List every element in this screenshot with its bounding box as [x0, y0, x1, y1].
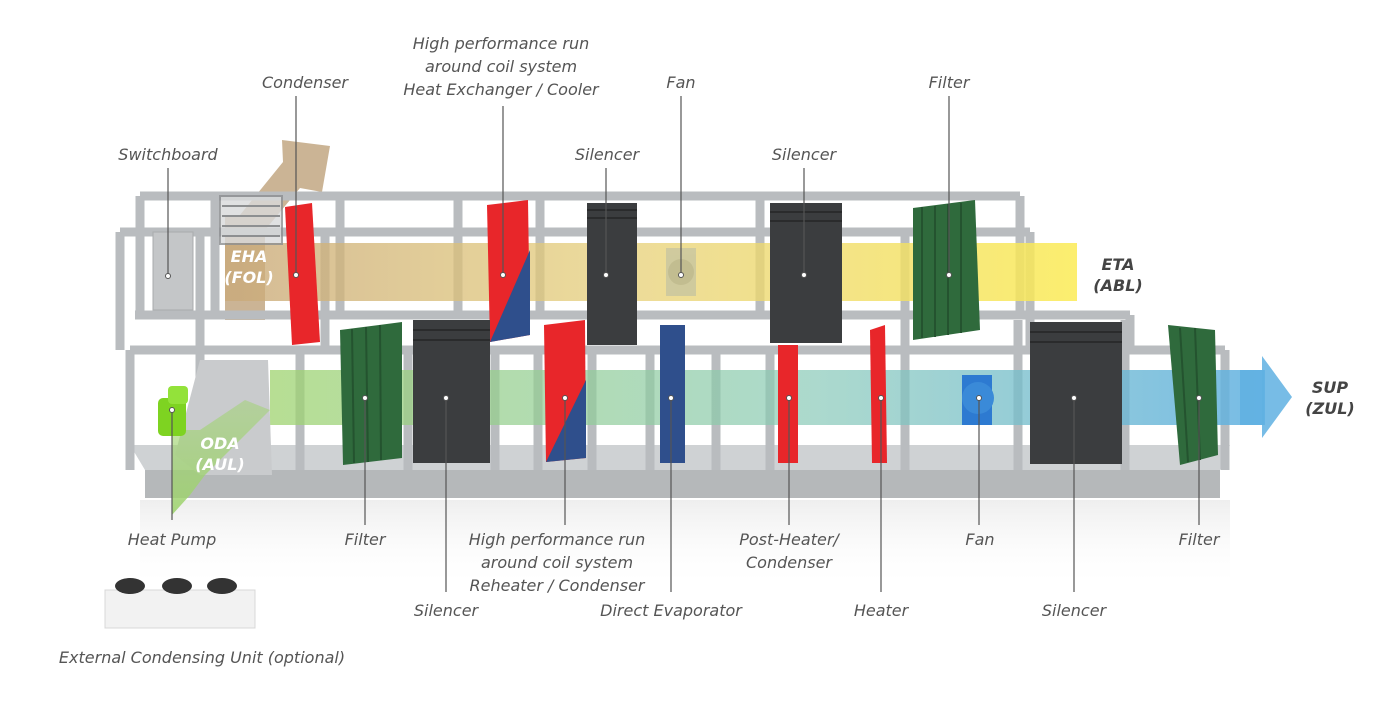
airflow-eha: EHA (FOL) [224, 246, 273, 288]
label-filter-top: Filter [928, 73, 970, 92]
leader-dots [165, 272, 1202, 413]
airflow-oda-line2: (AUL) [195, 455, 245, 474]
label-direct-evaporator: Direct Evaporator [600, 601, 742, 620]
base-platform [145, 470, 1220, 498]
label-silencer-top-1: Silencer [574, 145, 640, 164]
label-rac-reheater-line2: around coil system [480, 553, 634, 572]
oda-airflow [172, 400, 270, 515]
label-switchboard: Switchboard [118, 145, 218, 164]
label-fan-top: Fan [666, 73, 696, 92]
exhaust-damper [219, 195, 283, 245]
label-rac-cooler-line3: Heat Exchanger / Cooler [403, 80, 599, 99]
label-filter-bottom-2: Filter [1178, 530, 1220, 549]
airflow-eta-line1: ETA [1101, 255, 1135, 274]
label-condenser: Condenser [262, 73, 348, 92]
filter-top [913, 200, 980, 340]
post-heater [778, 345, 798, 463]
airflow-eha-line1: EHA [230, 247, 268, 266]
label-fan-bottom: Fan [965, 530, 995, 549]
label-rac-reheater-line3: Reheater / Condenser [469, 576, 645, 595]
filter-bottom-2 [1168, 325, 1218, 465]
airflow-sup: SUP (ZUL) [1305, 377, 1354, 419]
label-silencer-bottom-2: Silencer [1041, 601, 1107, 620]
label-rac-cooler-line2: around coil system [424, 57, 578, 76]
external-condensing-unit [104, 578, 256, 629]
switchboard [152, 231, 194, 311]
silencer-bottom-2 [1030, 322, 1122, 464]
silencer-bottom-1 [413, 320, 490, 463]
filter-bottom-1 [340, 322, 402, 465]
airflow-eha-line2: (FOL) [224, 268, 274, 287]
label-post-heater-line1: Post-Heater/ [739, 530, 839, 549]
label-heater: Heater [853, 601, 909, 620]
heater [870, 325, 887, 463]
label-rac-cooler-line1: High performance run [412, 34, 590, 53]
airflow-sup-line2: (ZUL) [1305, 399, 1355, 418]
condenser-coil [285, 203, 320, 345]
label-rac-reheater-line1: High performance run [468, 530, 646, 549]
direct-evaporator [660, 325, 685, 463]
airflow-oda-line1: ODA [200, 434, 240, 453]
label-external-condensing-unit: External Condensing Unit (optional) [58, 648, 346, 667]
label-post-heater-line2: Condenser [746, 553, 832, 572]
sup-arrow-head [1262, 356, 1292, 438]
silencer-top-1 [587, 203, 637, 345]
label-heat-pump: Heat Pump [127, 530, 217, 549]
airflow-eta: ETA (ABL) [1093, 254, 1142, 296]
airflow-oda: ODA (AUL) [195, 433, 244, 475]
label-silencer-top-2: Silencer [771, 145, 837, 164]
label-silencer-bottom-1: Silencer [413, 601, 479, 620]
leader-lines [167, 96, 1200, 592]
floor-reflection [140, 500, 1230, 590]
airflow-eta-line2: (ABL) [1093, 276, 1143, 295]
label-filter-bottom-1: Filter [344, 530, 386, 549]
airflow-sup-line1: SUP [1311, 378, 1349, 397]
